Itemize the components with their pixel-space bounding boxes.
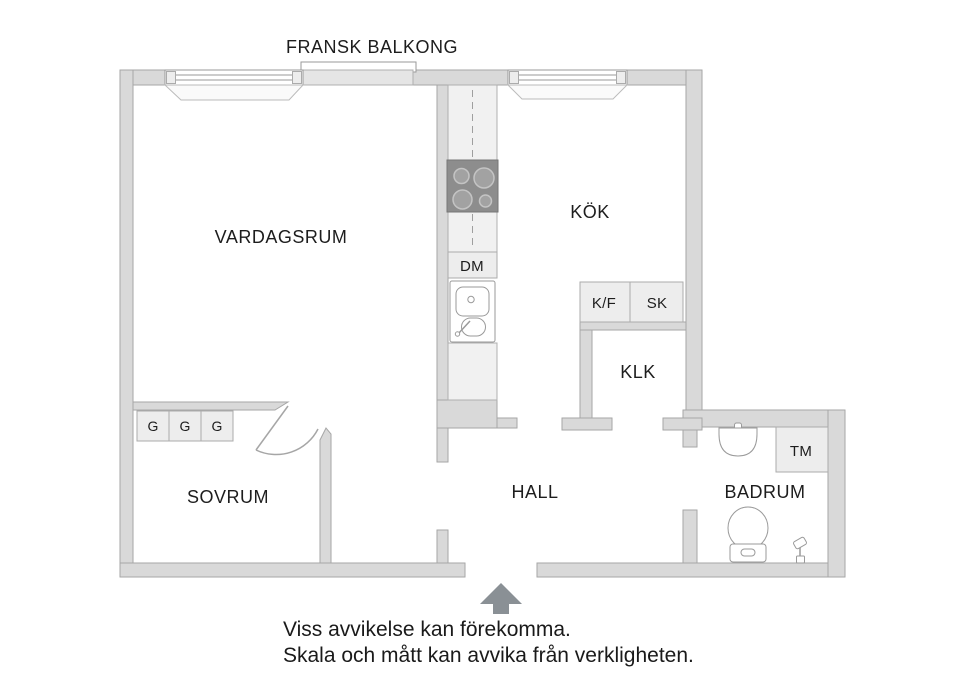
wardrobe-label: G [180, 418, 191, 434]
window-end-cap [166, 71, 176, 84]
wardrobes: G G G [136, 410, 234, 442]
kitchen-cabinets: K/F SK [579, 281, 684, 323]
washing-machine-label: TM [790, 443, 812, 460]
wall-bedroom-right [319, 427, 332, 564]
wall-bathroom-top [682, 409, 846, 428]
kitchen-sink-icon [449, 280, 496, 343]
kitchen-counter: DM [446, 84, 499, 401]
stove-icon [446, 159, 499, 213]
wall-right-main [685, 69, 703, 428]
french-balcony-icon [300, 61, 417, 86]
balcony-door [302, 69, 414, 86]
bathroom-label: BADRUM [724, 482, 805, 502]
window-reveal [163, 84, 305, 101]
bathroom-fixtures: TM [718, 422, 829, 564]
window-icon [507, 69, 628, 86]
wardrobe-box [168, 410, 202, 442]
wall-counter-spine [436, 84, 449, 401]
wall-kitchen-door-jamb [496, 417, 518, 429]
counter-top [447, 84, 498, 163]
door-swing-icon [255, 405, 319, 456]
window-icon [164, 69, 304, 86]
wall-klk-left [579, 329, 593, 419]
window-kitchen [506, 69, 629, 100]
wall-bottom-right [536, 562, 846, 578]
wall-top-mid [411, 69, 509, 86]
wall-klk-foot [561, 417, 613, 431]
window-reveal [506, 84, 629, 100]
cabinet-box [629, 281, 684, 323]
wardrobe-label: G [212, 418, 223, 434]
washing-machine-box [775, 426, 829, 473]
walls [119, 69, 846, 578]
cabinet-label: SK [647, 295, 668, 312]
toilet-icon [727, 506, 769, 563]
wall-bathroom-right [827, 409, 846, 578]
window-end-cap [616, 71, 626, 84]
window-end-cap [509, 71, 519, 84]
bathroom-sink-icon [718, 422, 758, 457]
wardrobe-box [200, 410, 234, 442]
wardrobe-label: G [148, 418, 159, 434]
dishwasher-label: DM [460, 258, 484, 275]
balcony-label: FRANSK BALKONG [286, 37, 458, 57]
wall-entrance-stub [436, 529, 449, 564]
fridge-freezer-label: K/F [592, 295, 616, 312]
shower-icon [793, 536, 807, 564]
wall-hall-badrum-tee [662, 417, 703, 431]
wall-bottom-left [119, 562, 466, 578]
closet-label: KLK [620, 362, 656, 382]
wall-bathroom-door-jamb-bottom [682, 509, 698, 564]
wall-bedroom-divider [132, 401, 290, 411]
wall-kitchen-bottom-block [436, 399, 498, 429]
wall-klk-top [579, 321, 687, 331]
window-living-room [163, 69, 305, 101]
counter-low [447, 342, 498, 401]
window-end-cap [292, 71, 302, 84]
wardrobe-box [136, 410, 170, 442]
entrance-arrow-icon [480, 583, 522, 614]
disclaimer-line-1: Viss avvikelse kan förekomma. [283, 618, 571, 641]
wall-hall-stub-upper [436, 427, 449, 463]
living-room-label: VARDAGSRUM [215, 227, 348, 247]
kitchen-label: KÖK [570, 202, 610, 222]
bedroom-label: SOVRUM [187, 487, 269, 507]
wall-left [119, 69, 134, 578]
disclaimer-line-2: Skala och mått kan avvika från verklighe… [283, 644, 694, 667]
hall-label: HALL [511, 482, 558, 502]
fridge-freezer-box [579, 281, 631, 323]
dishwasher-box [447, 251, 498, 279]
